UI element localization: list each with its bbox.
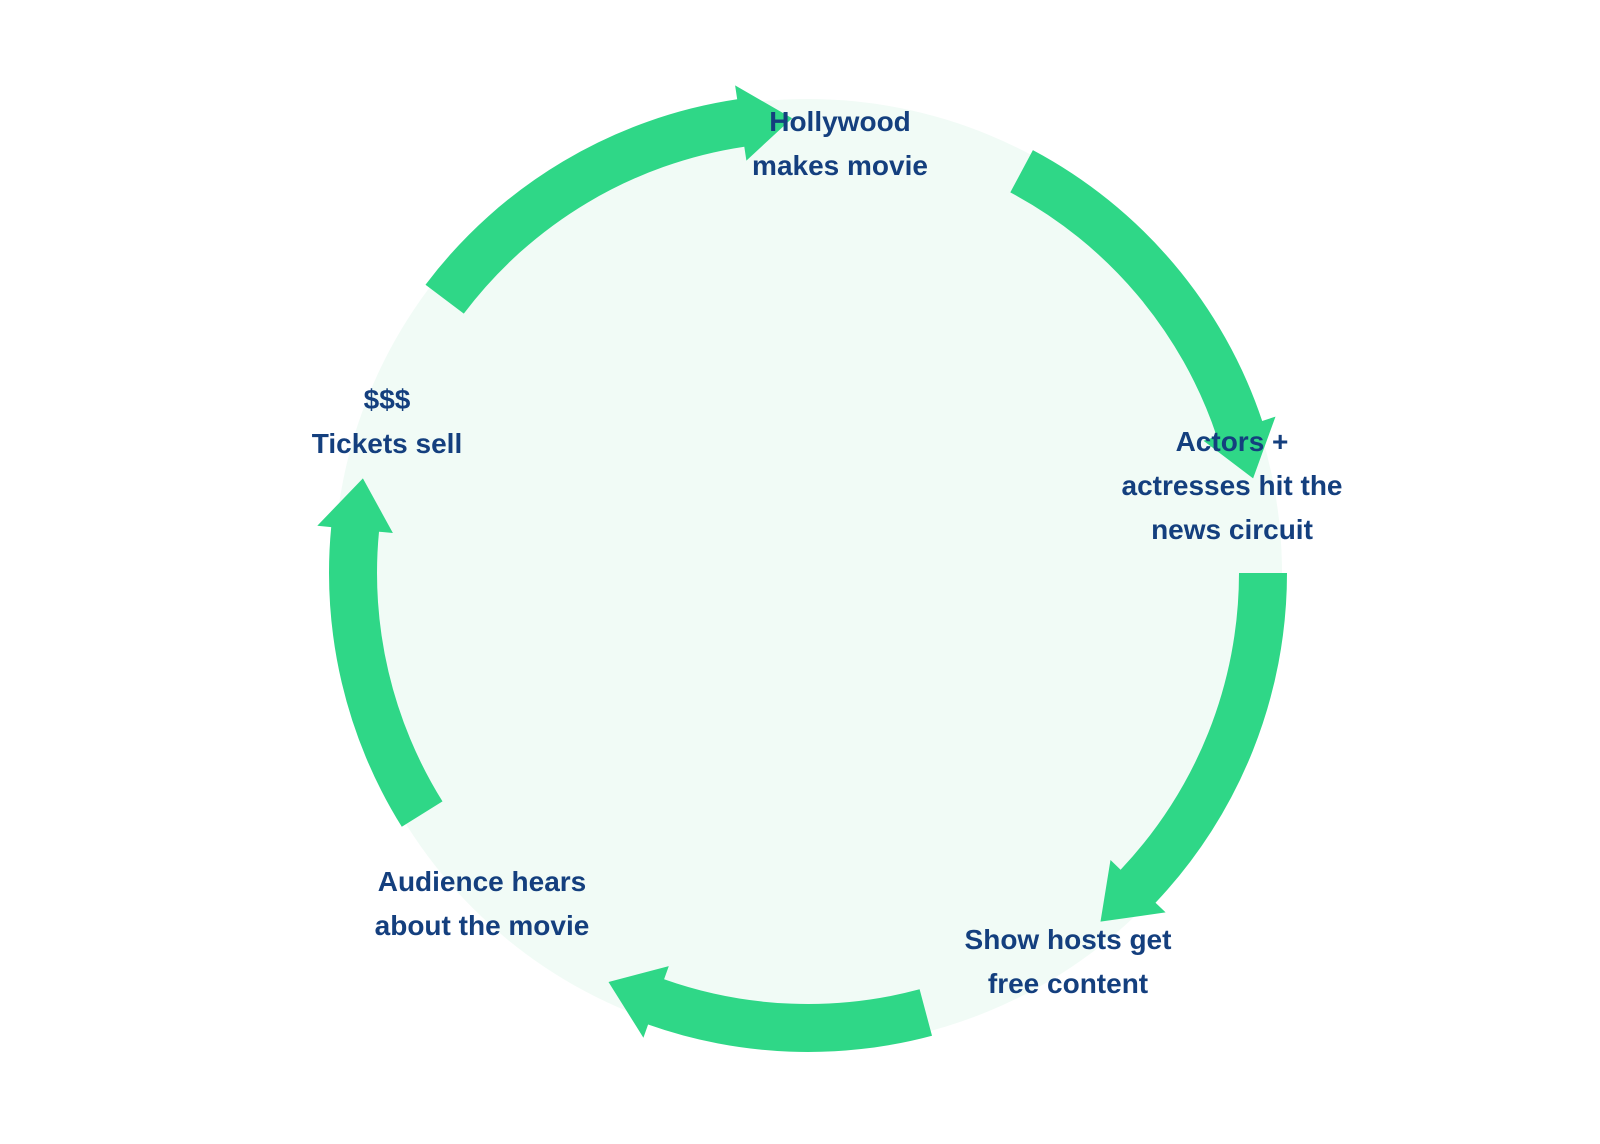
step-line: Tickets sell	[311, 428, 463, 459]
step-line: about the movie	[374, 910, 590, 941]
step-actors-news-circuit: Actors + actresses hit the news circuit	[1122, 420, 1343, 552]
step-line: actresses hit the	[1121, 470, 1343, 501]
arrow-audience-to-tickets-icon	[317, 478, 443, 827]
cycle-arrows	[317, 85, 1287, 1053]
cycle-background-circle	[334, 99, 1282, 1047]
step-line: free content	[987, 968, 1149, 999]
step-line: Audience hears	[377, 866, 587, 897]
step-line: news circuit	[1151, 514, 1313, 545]
step-line: $$$	[363, 384, 411, 415]
step-line: Actors +	[1175, 426, 1289, 457]
step-tickets-sell: $$$ Tickets sell	[312, 378, 462, 466]
step-hollywood-makes-movie: Hollywood makes movie	[752, 100, 928, 188]
arrow-hosts-to-audience-icon	[608, 966, 932, 1053]
arrow-actors-to-hosts-icon	[1100, 573, 1287, 922]
step-line: Hollywood	[769, 106, 911, 137]
step-audience-hears: Audience hears about the movie	[375, 860, 590, 948]
step-line: Show hosts get	[964, 924, 1172, 955]
arrow-tickets-to-hollywood-icon	[425, 85, 793, 314]
arrow-hollywood-to-actors-icon	[1010, 150, 1276, 479]
step-show-hosts-free-content: Show hosts get free content	[965, 918, 1172, 1006]
step-line: makes movie	[752, 150, 928, 181]
